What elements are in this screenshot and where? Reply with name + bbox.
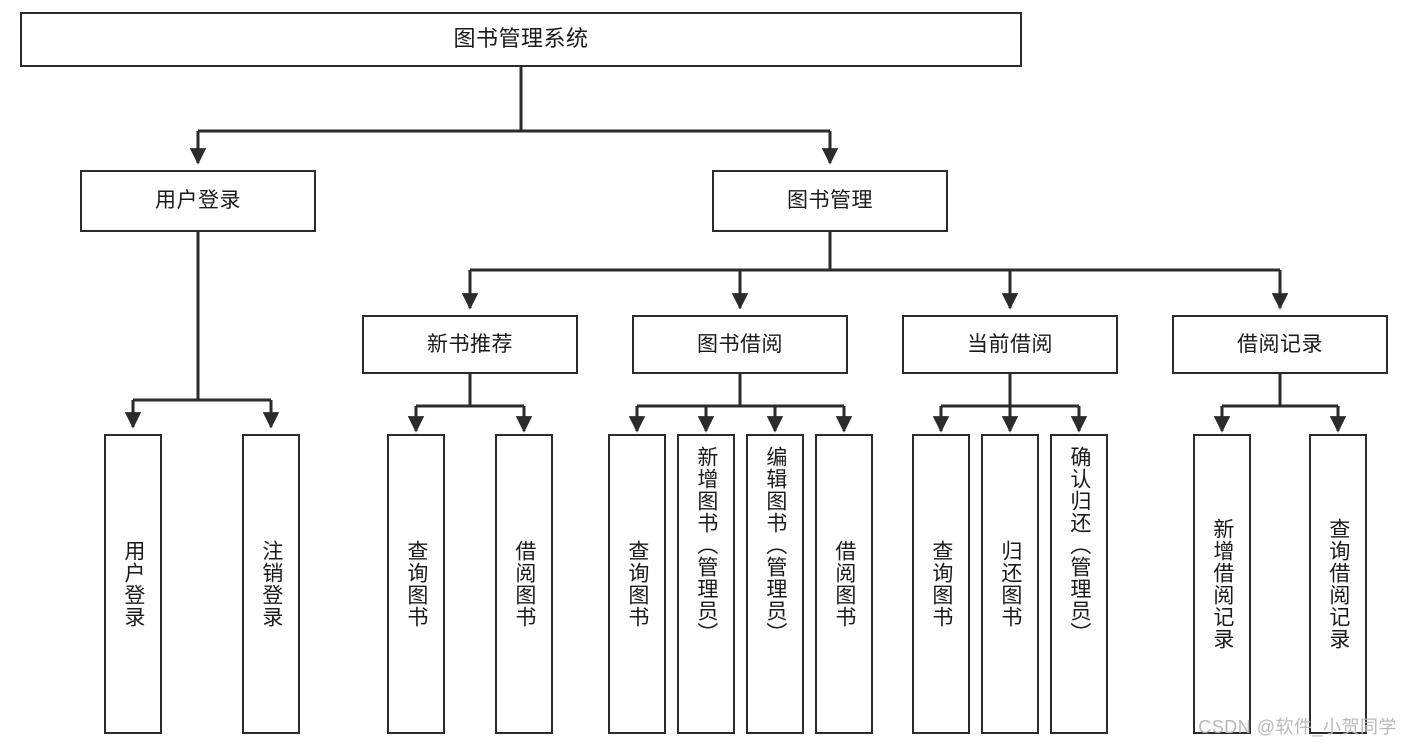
node-label: 当前借阅 [967, 332, 1053, 356]
node-leaf-return-book[interactable]: 归还图书 [981, 434, 1039, 734]
node-new-book-recommendation[interactable]: 新书推荐 [362, 315, 578, 374]
node-book-management[interactable]: 图书管理 [712, 170, 948, 232]
node-book-borrow[interactable]: 图书借阅 [632, 315, 848, 374]
node-user-login[interactable]: 用户登录 [80, 170, 316, 232]
node-label-vertical: 查询图书 [929, 540, 953, 628]
node-leaf-confirm-return-admin[interactable]: 确认归还（管理员） [1050, 434, 1108, 734]
node-label-vertical: 用户登录 [121, 540, 145, 628]
node-label: 借阅记录 [1237, 332, 1323, 356]
node-label-vertical: 编辑图书（管理员） [763, 446, 787, 644]
node-leaf-borrow-book[interactable]: 借阅图书 [815, 434, 873, 734]
node-leaf-logout[interactable]: 注销登录 [242, 434, 300, 734]
node-label-vertical: 查询图书 [404, 540, 428, 628]
node-label-vertical: 注销登录 [259, 540, 283, 628]
node-label-vertical: 查询图书 [625, 540, 649, 628]
node-label-vertical: 借阅图书 [832, 540, 856, 628]
node-label-vertical: 归还图书 [998, 540, 1022, 628]
node-leaf-edit-book-admin[interactable]: 编辑图书（管理员） [746, 434, 804, 734]
node-label-vertical: 确认归还（管理员） [1067, 446, 1091, 644]
node-leaf-user-login[interactable]: 用户登录 [104, 434, 162, 734]
node-label-vertical: 借阅图书 [512, 540, 536, 628]
node-label-vertical: 新增借阅记录 [1210, 518, 1234, 650]
node-label: 图书管理 [787, 189, 873, 213]
node-leaf-borrow-book-recommend[interactable]: 借阅图书 [495, 434, 553, 734]
node-label: 图书借阅 [697, 332, 783, 356]
csdn-watermark: CSDN @软件_小贺同学 [1198, 717, 1397, 737]
node-leaf-query-book-current[interactable]: 查询图书 [912, 434, 970, 734]
node-leaf-query-borrow-record[interactable]: 查询借阅记录 [1309, 434, 1367, 734]
node-leaf-add-borrow-record[interactable]: 新增借阅记录 [1193, 434, 1251, 734]
node-current-borrow[interactable]: 当前借阅 [902, 315, 1118, 374]
node-label: 图书管理系统 [453, 26, 589, 52]
node-root-book-management-system[interactable]: 图书管理系统 [20, 12, 1022, 67]
node-label: 新书推荐 [427, 332, 513, 356]
node-label-vertical: 查询借阅记录 [1326, 518, 1350, 650]
node-leaf-add-book-admin[interactable]: 新增图书（管理员） [677, 434, 735, 734]
node-leaf-query-book-recommend[interactable]: 查询图书 [387, 434, 445, 734]
node-label-vertical: 新增图书（管理员） [694, 446, 718, 644]
node-borrow-record[interactable]: 借阅记录 [1172, 315, 1388, 374]
node-label: 用户登录 [155, 189, 241, 213]
node-leaf-query-book-borrow[interactable]: 查询图书 [608, 434, 666, 734]
